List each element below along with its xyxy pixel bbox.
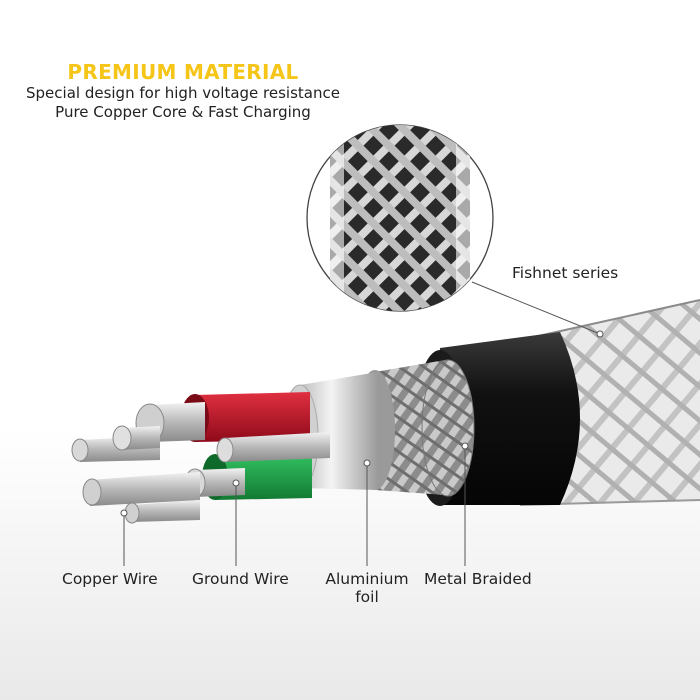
headline-line-2: Pure Copper Core & Fast Charging xyxy=(55,103,311,121)
metal-braided-label: Metal Braided xyxy=(424,570,532,588)
aluminium-foil-label-line-1: Aluminium xyxy=(325,570,409,588)
aluminium-foil-label: Aluminium foil xyxy=(320,570,414,606)
headline-line-1: Special design for high voltage resistan… xyxy=(26,84,340,102)
inner-wires xyxy=(71,402,330,524)
aluminium-foil-label-line-2: foil xyxy=(355,588,379,606)
copper-wire-label: Copper Wire xyxy=(62,570,158,588)
headline-title: PREMIUM MATERIAL xyxy=(67,60,299,84)
leader-dots xyxy=(120,330,604,517)
headline-block: PREMIUM MATERIAL Special design for high… xyxy=(0,60,366,122)
ground-wire-label: Ground Wire xyxy=(192,570,289,588)
leader-lines xyxy=(123,281,601,566)
fishnet-magnifier xyxy=(306,124,494,312)
fishnet-series-label: Fishnet series xyxy=(512,264,619,282)
